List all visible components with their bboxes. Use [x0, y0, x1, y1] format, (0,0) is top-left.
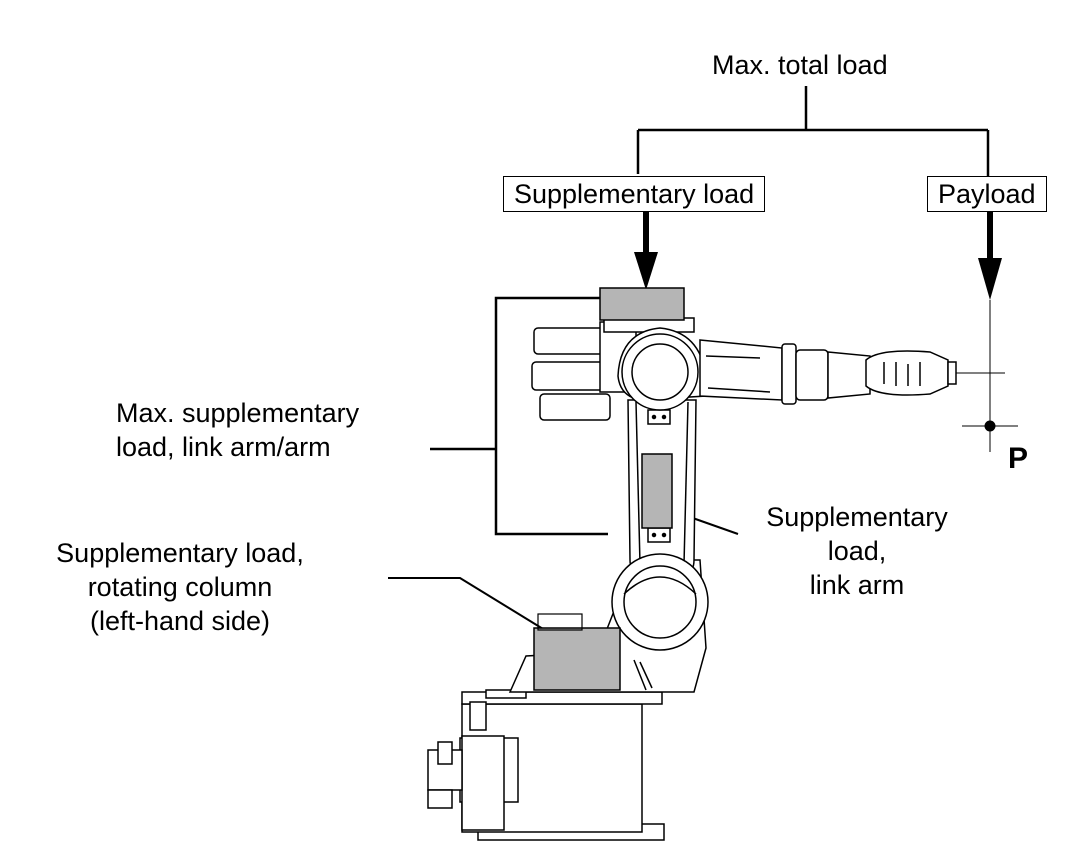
link-arm-line1: Supplementary: [766, 502, 948, 532]
rotating-column-line2: rotating column: [87, 572, 273, 602]
rotating-column-line3: (left-hand side): [89, 606, 271, 636]
column-load: [533, 627, 621, 691]
arm-motors: [531, 317, 695, 421]
arm: [617, 327, 871, 411]
supplementary-load-label: Supplementary load: [503, 176, 766, 212]
rotating-column-line1: Supplementary load,: [56, 538, 304, 568]
payload-point: [945, 300, 1018, 452]
max-supplementary-line1: Max. supplementary: [116, 398, 360, 428]
arm-top-load: [599, 287, 685, 321]
max-supplementary-bracket: [430, 296, 608, 536]
payload-arrow: [978, 212, 1002, 300]
max-supplementary-line2: load, link arm/arm: [116, 432, 331, 462]
max-total-load-label: Max. total load: [712, 50, 888, 80]
robot-drawing: [427, 317, 957, 841]
link-arm-line2: load,: [827, 536, 887, 566]
payload-label: Payload: [927, 176, 1047, 212]
supplementary-load-arrow: [634, 212, 658, 290]
robot-base: [427, 689, 665, 841]
wrist: [865, 350, 957, 396]
supplementary-load-boxes: [533, 287, 685, 691]
joint-a2: [611, 553, 709, 651]
point-p-label: P: [1008, 442, 1029, 475]
total-load-bracket: [636, 86, 990, 178]
link-arm-load: [641, 453, 673, 529]
link-arm-line3: link arm: [809, 570, 905, 600]
